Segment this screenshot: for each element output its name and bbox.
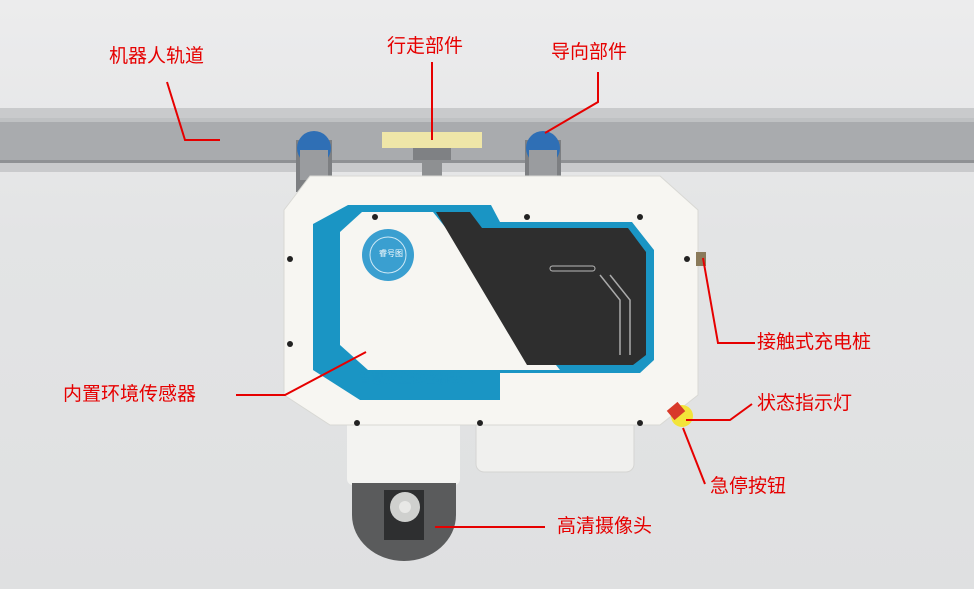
hd-camera bbox=[352, 483, 456, 561]
label-estop: 急停按钮 bbox=[710, 475, 787, 497]
screws bbox=[287, 214, 690, 426]
logo-text: 睿号图 bbox=[379, 249, 403, 258]
label-guide: 导向部件 bbox=[551, 41, 628, 63]
brand-logo bbox=[362, 229, 414, 281]
label-walking: 行走部件 bbox=[387, 35, 464, 57]
robot-body bbox=[283, 175, 699, 426]
charging-contact bbox=[696, 252, 706, 266]
leader-lines bbox=[166, 62, 755, 528]
robot-track bbox=[0, 108, 974, 172]
label-track: 机器人轨道 bbox=[109, 45, 205, 67]
label-camera: 高清摄像头 bbox=[557, 515, 653, 537]
label-sensor: 内置环境传感器 bbox=[63, 383, 197, 405]
product-name: 智慧农业巡检机器人 bbox=[358, 372, 476, 387]
label-indicator: 状态指示灯 bbox=[757, 392, 853, 414]
status-indicator-light bbox=[666, 401, 693, 427]
label-charging: 接触式充电桩 bbox=[757, 331, 872, 353]
